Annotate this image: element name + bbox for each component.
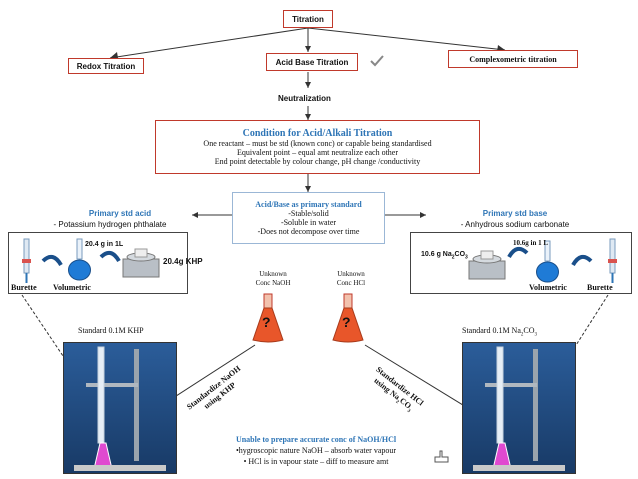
right-volumetric-label: Volumetric (529, 283, 567, 292)
complexometric-label: Complexometric titration (469, 54, 557, 64)
condition-line: End point detectable by colour change, p… (214, 157, 421, 166)
volumetric-flask-icon (68, 238, 91, 281)
bottom-line: • HCl is in vapour state – diff to measu… (243, 457, 389, 466)
acid-base-label: Acid Base Titration (275, 57, 349, 67)
left-sub: - Potassium hydrogen phthalate (53, 220, 167, 229)
khp-label: 20.4g KHP (163, 257, 203, 266)
redox-box: Redox Titration (68, 58, 144, 74)
left-mass-label: 20.4 g in 1L (85, 241, 124, 248)
titration-label: Titration (292, 14, 324, 24)
left-burette-label: Burette (11, 283, 37, 292)
na2co3-label: 10.6 g Na2CO3 (421, 251, 468, 261)
condition-title: Condition for Acid/Alkali Titration (242, 128, 393, 139)
bottom-line: •hygroscopic nature NaOH – absorb water … (235, 446, 397, 455)
condition-box: Condition for Acid/Alkali Titration One … (155, 120, 480, 174)
left-header: Primary std acid (88, 209, 152, 218)
left-lab-photo (63, 342, 177, 474)
left-panel: 20.4 g in 1L 20.4g KHP Burette Volumetri… (8, 232, 203, 294)
question-mark: ? (342, 314, 351, 330)
complexometric-box: Complexometric titration (448, 50, 578, 68)
titration-setup-icon (473, 346, 565, 471)
checkmark-icon (370, 55, 384, 67)
right-panel: 10.6g in 1 L 10.6 g Na2CO3 Volumetric Bu… (410, 232, 632, 294)
condition-line: Equivalent point – equal amt neutralize … (236, 148, 399, 157)
question-mark: ? (262, 314, 271, 330)
burette-icon (608, 238, 617, 283)
volumetric-flask-icon (536, 240, 559, 283)
curved-arrow-icon (99, 250, 121, 263)
right-header: Primary std base (482, 209, 548, 218)
primary-line: -Does not decompose over time (257, 227, 360, 236)
right-lab-photo (462, 342, 576, 474)
curved-arrow-icon (571, 254, 593, 267)
bottom-note: Unable to prepare accurate conc of NaOH/… (200, 434, 432, 467)
curved-arrow-icon (507, 246, 529, 259)
acid-base-box: Acid Base Titration (266, 53, 358, 71)
primary-title: Acid/Base as primary standard (255, 200, 362, 209)
condition-line: One reactant – must be std (known conc) … (203, 139, 432, 148)
bottom-title: Unable to prepare accurate conc of NaOH/… (235, 435, 397, 444)
right-sub: - Anhydrous sodium carbonate (460, 220, 570, 229)
burette-icon (22, 238, 31, 283)
unknown-naoh-flask-icon (252, 293, 284, 343)
primary-line: -Stable/solid (288, 209, 329, 218)
right-burette-label: Burette (587, 283, 613, 292)
right-standard-label: Standard 0.1M Na2CO3 (462, 326, 538, 338)
curved-arrow-icon (41, 254, 63, 267)
neutralization-label: Neutralization (278, 94, 331, 103)
hand-pointing-icon (434, 450, 449, 463)
balance-icon (122, 248, 160, 278)
balance-icon (468, 250, 506, 280)
redox-label: Redox Titration (76, 61, 136, 71)
left-volumetric-label: Volumetric (53, 283, 91, 292)
right-mass-label: 10.6g in 1 L (513, 239, 549, 247)
titration-setup-icon (74, 346, 166, 471)
primary-standard-box: Acid/Base as primary standard -Stable/so… (232, 192, 385, 244)
left-standard-label: Standard 0.1M KHP (78, 326, 144, 335)
primary-line: -Soluble in water (280, 218, 337, 227)
titration-box: Titration (283, 10, 333, 28)
unknown-hcl-flask-icon (332, 293, 364, 343)
